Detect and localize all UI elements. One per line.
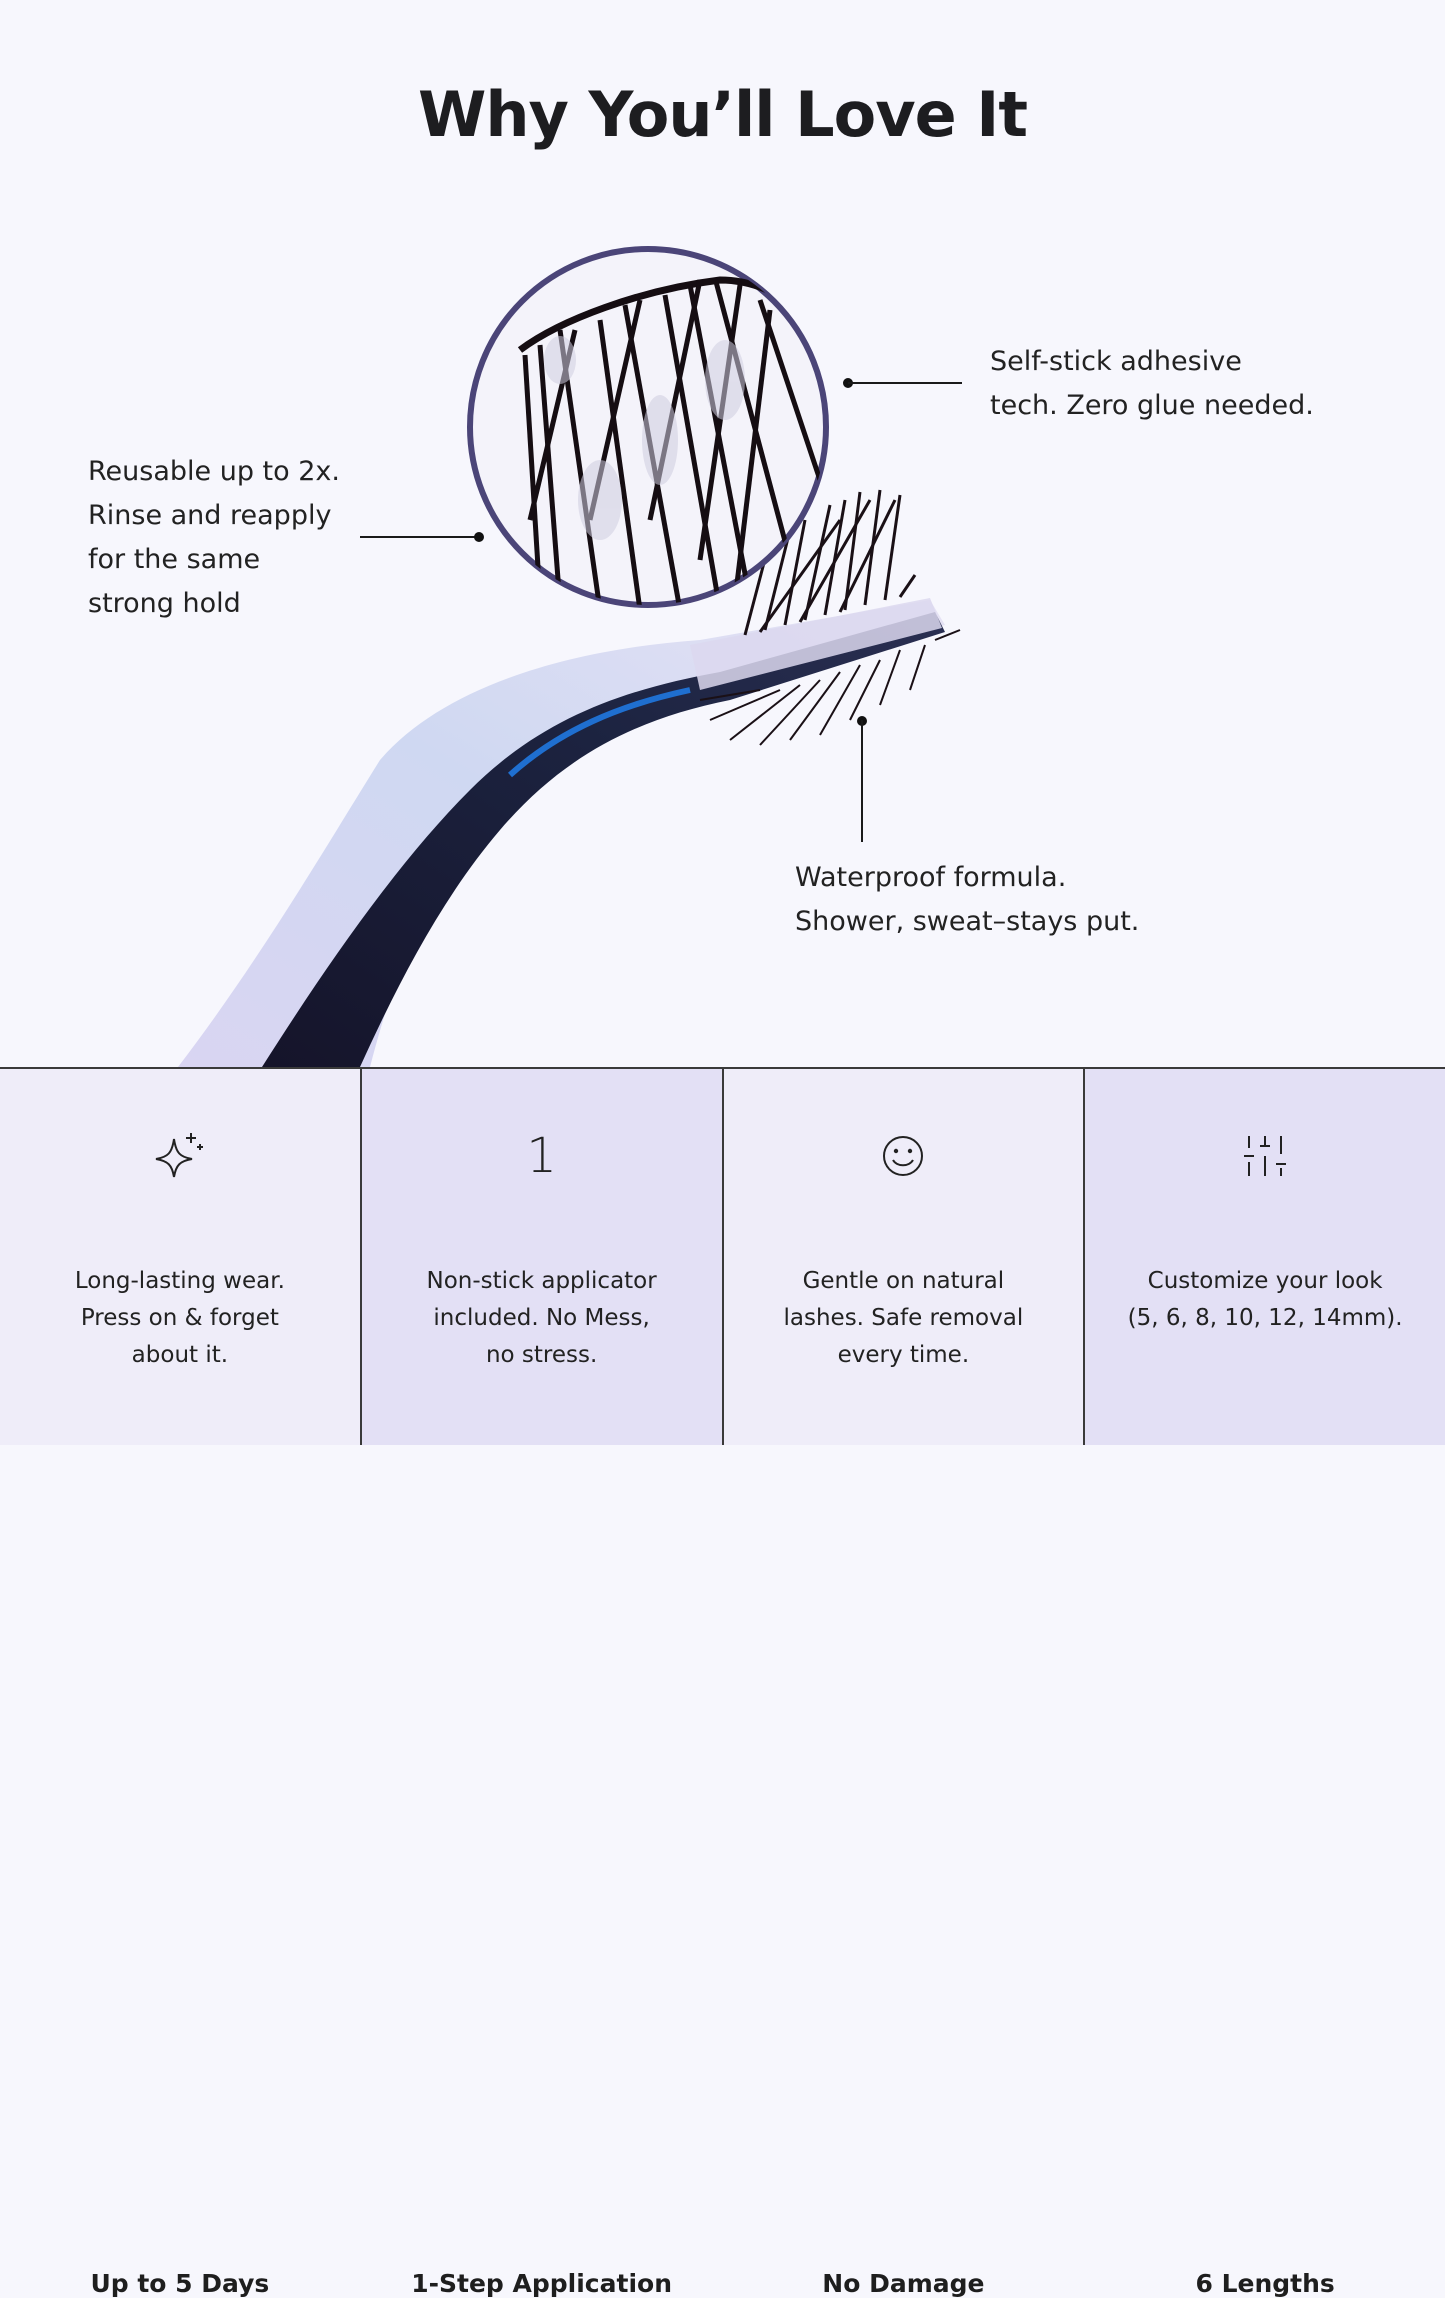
callout-waterproof-leader (861, 720, 863, 842)
callout-reusable-line-3: for the same (88, 544, 261, 575)
feature-title: 1-Step Application (411, 2269, 672, 2298)
feature-description-line: (5, 6, 8, 10, 12, 14mm). (1127, 1305, 1403, 1331)
feature-card-lengths: 6 Lengths Customize your look (5, 6, 8, … (1085, 1069, 1445, 2298)
sparkle-icon (0, 1131, 360, 1181)
product-illustration (178, 246, 961, 1067)
callout-waterproof-line-1: Waterproof formula. (795, 862, 1067, 893)
feature-title: Up to 5 Days (90, 2269, 270, 2298)
feature-description-line: Gentle on natural (802, 1268, 1005, 1294)
feature-title: 6 Lengths (1195, 2269, 1335, 2298)
feature-grid: Up to 5 Days Long-lasting wear. Press on… (0, 1067, 1445, 2298)
page-title: Why You’ll Love It (418, 78, 1028, 151)
number-one-icon: 1 (362, 1128, 722, 1184)
feature-description: Long-lasting wear. Press on & forget abo… (20, 1263, 340, 1374)
callout-waterproof: Waterproof formula. Shower, sweat–stays … (795, 856, 1139, 944)
feature-description-line: included. No Mess, (433, 1305, 650, 1331)
feature-description: Customize your look (5, 6, 8, 10, 12, 14… (1105, 1263, 1425, 1337)
feature-title: No Damage (822, 2269, 985, 2298)
feature-description: Non-stick applicator included. No Mess, … (382, 1263, 702, 1374)
callout-reusable-line-4: strong hold (88, 588, 241, 619)
feature-description-line: Customize your look (1147, 1268, 1383, 1294)
callout-adhesive-leader (848, 382, 962, 384)
feature-description-line: Long-lasting wear. (74, 1268, 285, 1294)
feature-description-line: no stress. (485, 1342, 598, 1368)
feature-description-line: every time. (837, 1342, 970, 1368)
feature-description: Gentle on natural lashes. Safe removal e… (744, 1263, 1064, 1374)
feature-card-damage: No Damage Gentle on natural lashes. Safe… (723, 1069, 1086, 2298)
callout-reusable-dot (474, 532, 484, 542)
callout-reusable-line-2: Rinse and reapply (88, 500, 332, 531)
smiley-icon (724, 1131, 1084, 1181)
feature-description-line: Non-stick applicator (426, 1268, 657, 1294)
callout-adhesive-line-2: tech. Zero glue needed. (990, 390, 1314, 421)
callout-waterproof-line-2: Shower, sweat–stays put. (795, 906, 1140, 937)
callout-reusable: Reusable up to 2x. Rinse and reapply for… (88, 450, 340, 626)
callout-reusable-leader (360, 536, 480, 538)
sliders-icon (1085, 1131, 1445, 1181)
feature-description-line: lashes. Safe removal (783, 1305, 1024, 1331)
feature-description-line: Press on & forget (80, 1305, 279, 1331)
number-one-glyph: 1 (526, 1128, 557, 1184)
feature-description-line: about it. (131, 1342, 229, 1368)
lash-cluster (743, 489, 917, 636)
callout-reusable-line-1: Reusable up to 2x. (88, 456, 340, 487)
feature-card-wear: Up to 5 Days Long-lasting wear. Press on… (0, 1069, 362, 2298)
feature-card-application: 1 1-Step Application Non-stick applicato… (361, 1069, 724, 2298)
applicator-stripe (262, 612, 945, 1067)
callout-adhesive-line-1: Self-stick adhesive (990, 346, 1242, 377)
callout-adhesive: Self-stick adhesive tech. Zero glue need… (990, 340, 1314, 428)
applicator-handle (178, 600, 945, 1067)
